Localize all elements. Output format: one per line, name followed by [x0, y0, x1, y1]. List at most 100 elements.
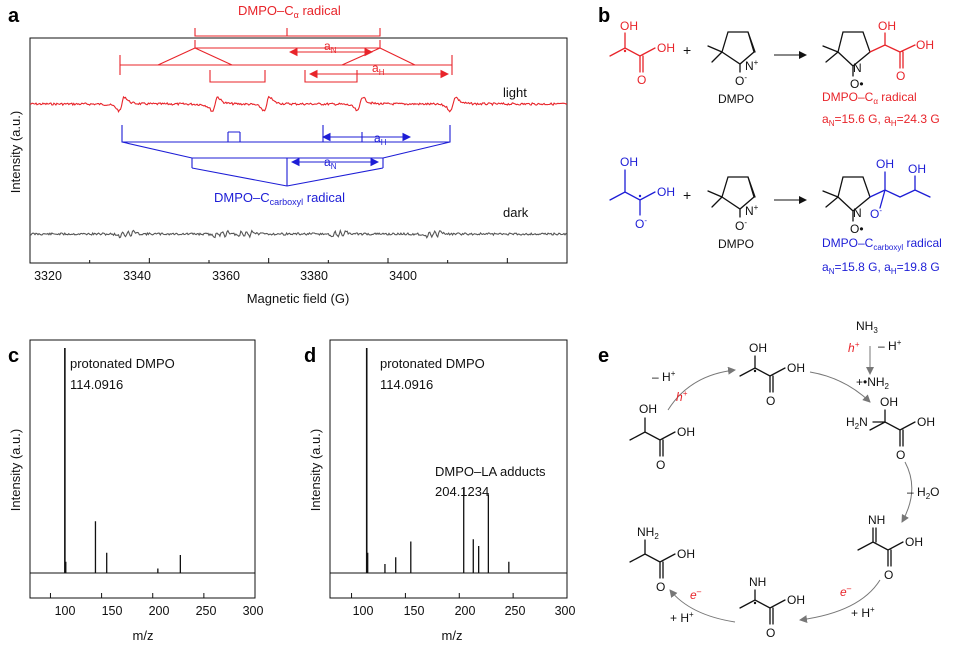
e-minus-h2o: – H2O [907, 485, 939, 501]
ah-oh-2: OH [917, 415, 935, 429]
red-hfc: aN=15.6 G, aH=24.3 G [822, 112, 940, 128]
la-oh-2: OH [677, 425, 695, 439]
e-electron-2: e– [690, 587, 702, 602]
dmpo-structure-2: N+ O- DMPO [707, 176, 759, 251]
ms-plot-d: 100 150 200 250 300 m/z Intensity (a.u.)… [308, 339, 576, 643]
epr-blue-title: DMPO–Ccarboxyl radical [214, 190, 345, 207]
ia-oh: OH [905, 535, 923, 549]
ala-nh2: NH2 [637, 525, 659, 541]
arad-nh: NH [749, 575, 766, 589]
ms-d-peak-label: protonated DMPO [380, 356, 485, 371]
ms-d-adduct-label: DMPO–LA adducts [435, 464, 546, 479]
scheme-e: OH OH O OH OH O OH OH O H2N NH OH O [629, 319, 939, 640]
ms-d-tick-250: 250 [505, 604, 526, 618]
adduct1-n: N [853, 61, 862, 75]
ah-oh-1: OH [880, 395, 898, 409]
dmpo1-o: O- [735, 73, 747, 88]
ar-oh-1: OH [749, 341, 767, 355]
ala-oh: OH [677, 547, 695, 561]
epr-tick-3360: 3360 [212, 269, 240, 283]
epr-xlabel: Magnetic field (G) [247, 291, 350, 306]
ia-nh: NH [868, 513, 885, 527]
cycle-arrow-3 [901, 461, 913, 523]
ms-c-frame [29, 339, 256, 599]
adduct2-oh-2: OH [908, 162, 926, 176]
epr-ylabel: Intensity (a.u.) [8, 111, 23, 193]
epr-frame [29, 37, 568, 264]
dmpo-ccarboxyl-adduct: N O• OH OH O- [822, 157, 931, 236]
e-hnu-1: h+ [676, 389, 688, 404]
ms-d-tick-200: 200 [455, 604, 476, 618]
e-electron-1: e– [840, 584, 852, 599]
red-product-name: DMPO–Cα radical [822, 90, 917, 106]
dmpo1-n: N+ [745, 58, 759, 73]
blue-oh-1: OH [620, 155, 638, 169]
ms-d-adduct-value: 204.1234 [435, 484, 489, 499]
la-o: O [656, 458, 665, 472]
ms-d-tick-100: 100 [353, 604, 374, 618]
e-minus-h-1: – H+ [652, 369, 676, 384]
ms-c-tick-300: 300 [243, 604, 264, 618]
epr-red-aH-label: aH [372, 61, 385, 77]
adduct2-o-minus: O- [870, 206, 882, 221]
ar-oh-2: OH [787, 361, 805, 375]
lactate-radical-blue: OH OH O- [609, 155, 675, 231]
adduct2-n: N [853, 206, 862, 220]
adduct2-oh-1: OH [876, 157, 894, 171]
ms-c-tick-250: 250 [196, 604, 217, 618]
epr-light-label: light [503, 85, 527, 100]
epr-red-aN-label: aN [324, 39, 337, 55]
panel-label-d: d [304, 345, 316, 367]
ms-d-tick-300: 300 [555, 604, 576, 618]
dmpo2-o: O- [735, 218, 747, 233]
scheme-b: OH OH O + N+ O- DMPO N O• OH OH O DMPO–C… [609, 19, 942, 276]
dmpo2-label: DMPO [718, 237, 754, 251]
ms-c-xlabel: m/z [133, 628, 154, 643]
arad-o: O [766, 626, 775, 640]
ala-o: O [656, 580, 665, 594]
epr-dark-label: dark [503, 205, 529, 220]
ia-o: O [884, 568, 893, 582]
ms-c-tick-200: 200 [149, 604, 170, 618]
epr-x-ticks [29, 258, 508, 263]
e-plus-h-2: + H+ [670, 610, 694, 625]
la-oh-1: OH [639, 402, 657, 416]
ah-o: O [896, 448, 905, 462]
plus-2: + [683, 187, 691, 203]
e-minus-h-2: – H+ [878, 338, 902, 353]
adduct1-oh-1: OH [878, 19, 896, 33]
adduct1-o2: O [896, 69, 905, 83]
alpha-radical: OH OH O [739, 341, 805, 408]
epr-plot: 3320 3340 3360 3380 3400 Magnetic field … [8, 3, 568, 306]
ms-d-peaks [365, 348, 510, 573]
blue-o-minus: O- [635, 216, 647, 231]
e-plus-h-1: + H+ [851, 605, 875, 620]
epr-tick-3340: 3340 [123, 269, 151, 283]
epr-dark-spectrum [29, 228, 568, 239]
epr-tick-3400: 3400 [389, 269, 417, 283]
dmpo1-label: DMPO [718, 92, 754, 106]
e-nh3: NH3 [856, 319, 878, 335]
ms-d-xlabel: m/z [442, 628, 463, 643]
plus-1: + [683, 42, 691, 58]
ms-c-tick-100: 100 [55, 604, 76, 618]
cycle-arrow-2 [809, 371, 871, 403]
ms-c-peak-label: protonated DMPO [70, 356, 175, 371]
ms-d-ylabel: Intensity (a.u.) [308, 429, 323, 511]
ms-c-peaks [64, 348, 181, 573]
panel-label-a: a [8, 5, 20, 27]
imino-acid: NH OH O [857, 513, 923, 582]
adduct2-o: O• [850, 222, 864, 236]
red-o: O [637, 73, 646, 87]
cycle-arrow-1 [667, 366, 736, 411]
adduct1-oh-2: OH [916, 38, 934, 52]
lactic-acid: OH OH O [629, 402, 695, 472]
epr-blue-aH-label: aH [374, 131, 387, 147]
lactic-radical-red: OH OH O [609, 19, 675, 87]
red-oh-2: OH [657, 41, 675, 55]
ms-c-peak-value: 114.0916 [70, 377, 123, 392]
amino-hydroxy-acid: OH OH O H2N [846, 395, 935, 462]
ms-c-ylabel: Intensity (a.u.) [8, 429, 23, 511]
cycle-arrow-5 [669, 589, 736, 623]
